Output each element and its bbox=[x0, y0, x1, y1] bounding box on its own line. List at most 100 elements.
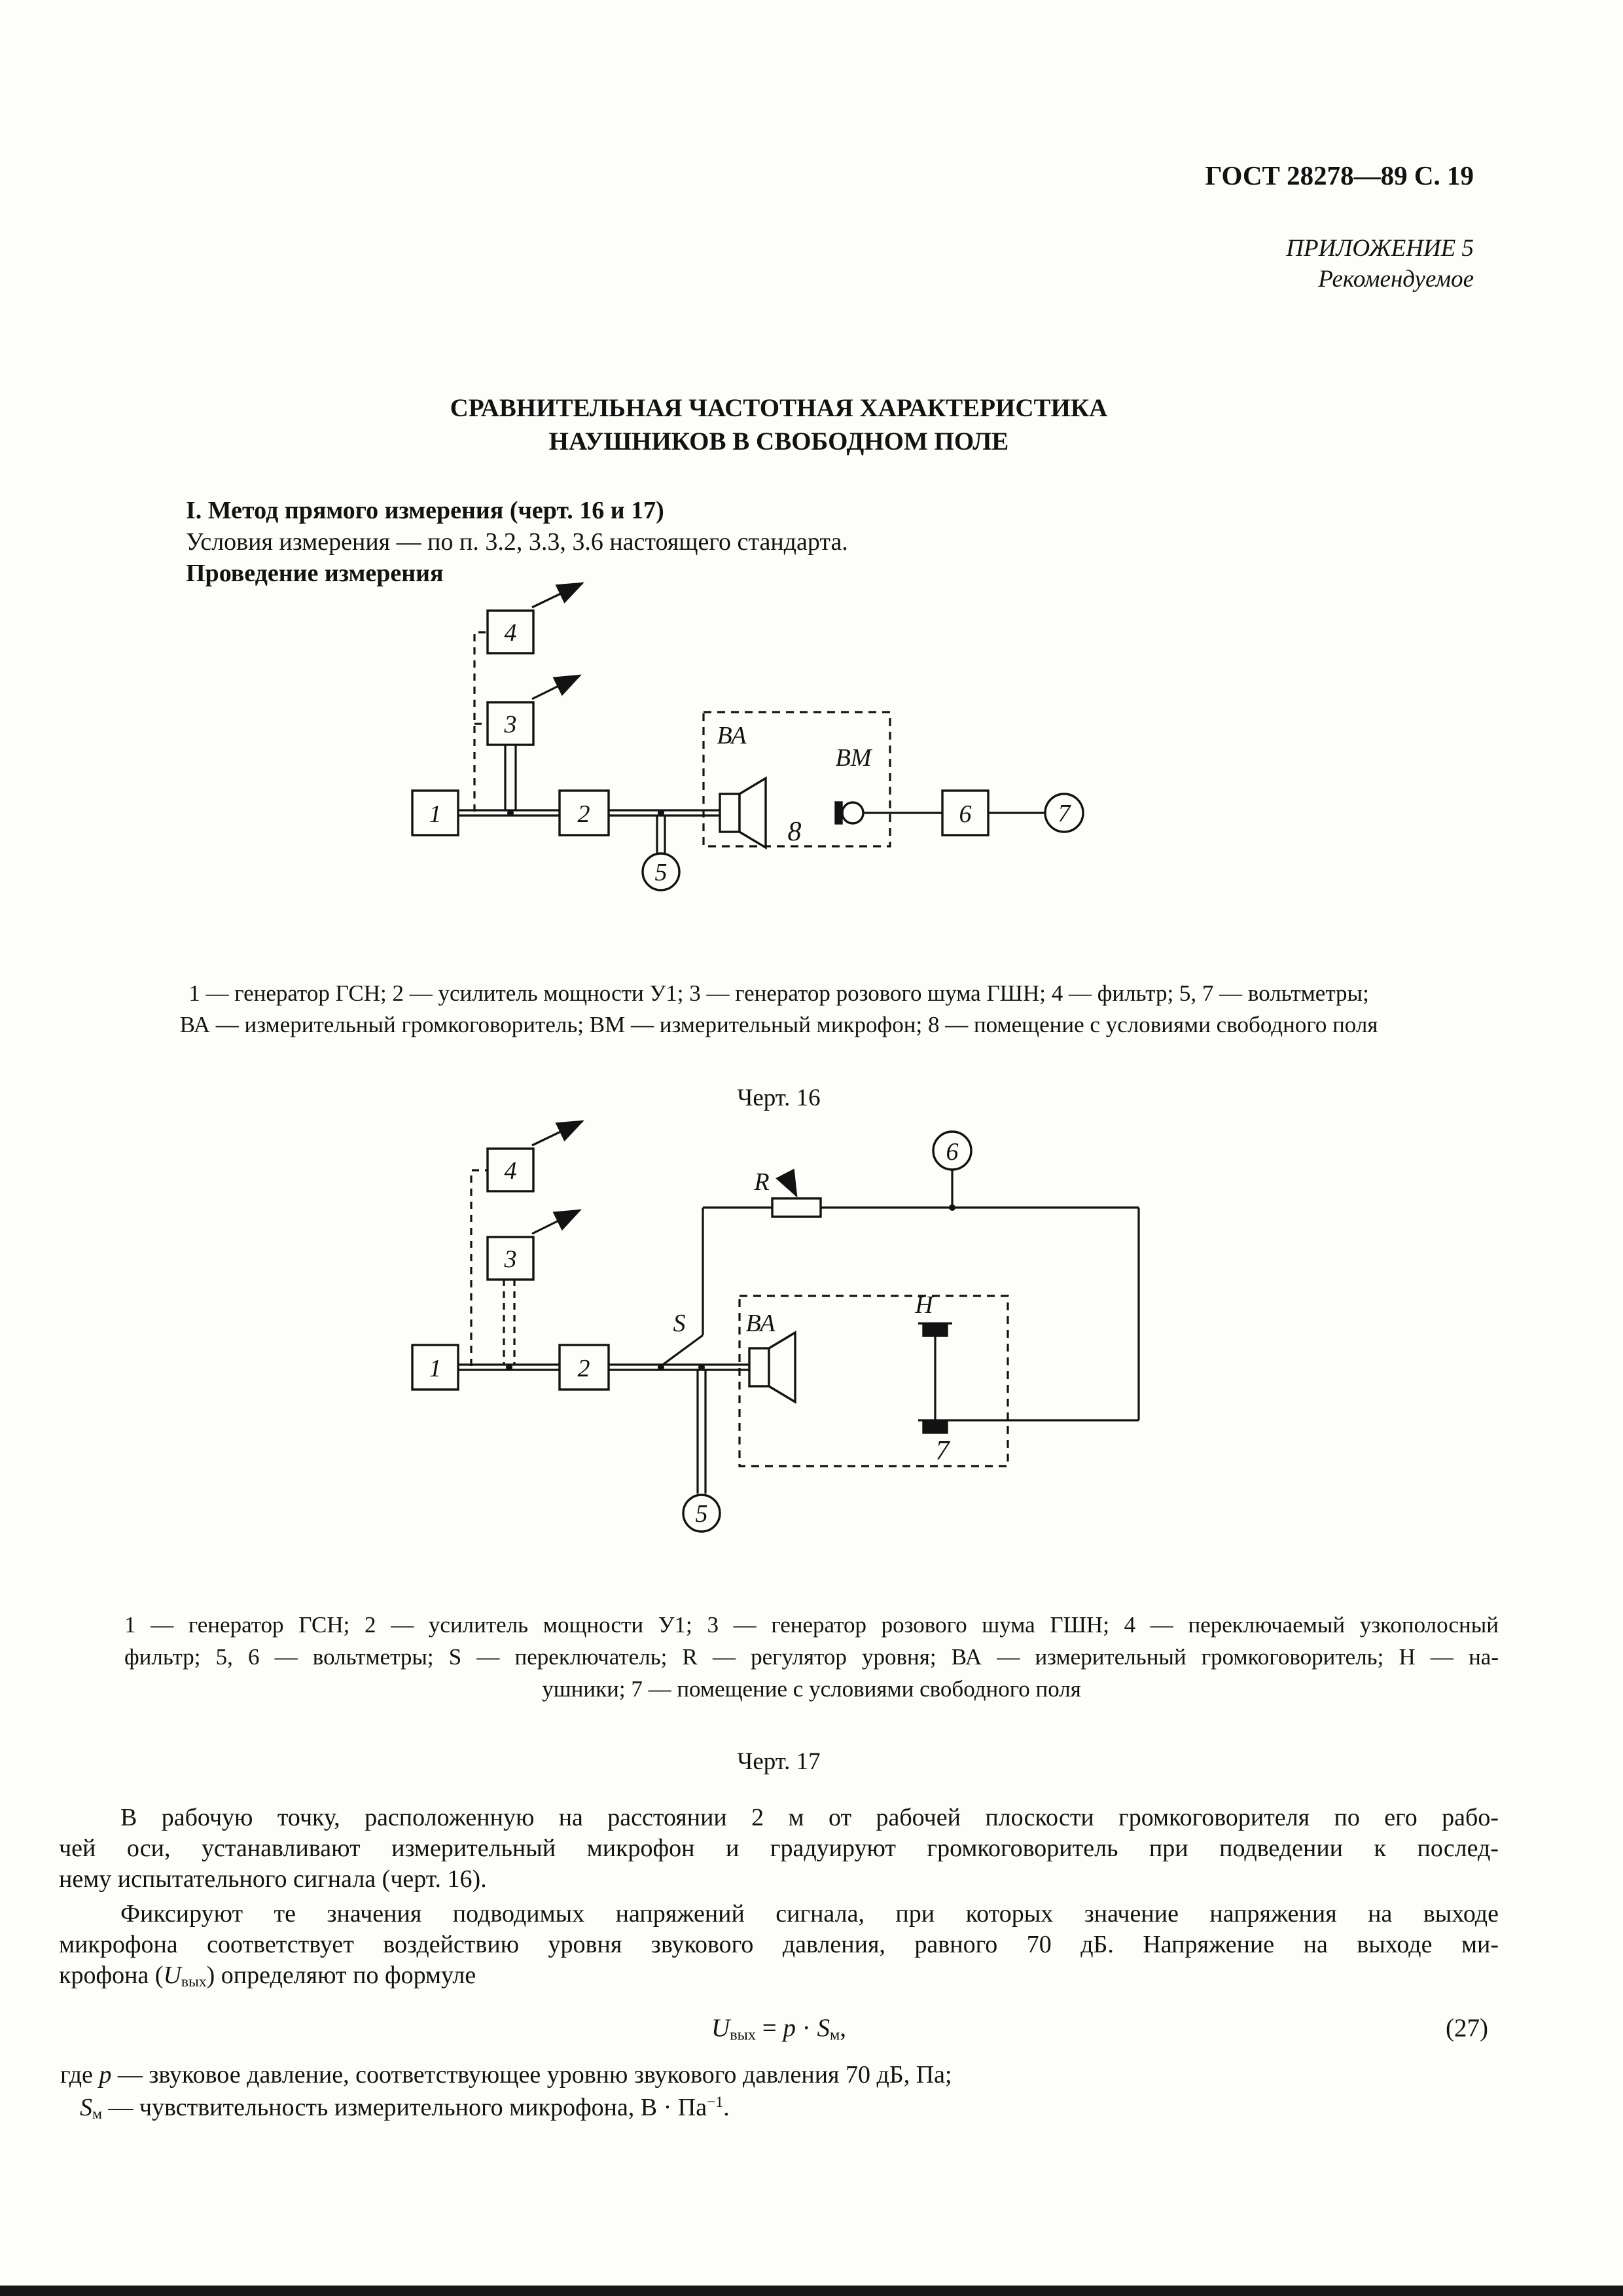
fig17-loudspeaker-horn-icon bbox=[768, 1330, 796, 1405]
where2-sup: −1 bbox=[707, 2094, 724, 2111]
fig16-label-3: 3 bbox=[504, 711, 517, 738]
fig17-dashed-bus bbox=[470, 1169, 488, 1366]
fig17-block-2-amplifier bbox=[558, 1344, 610, 1391]
formula-equals: = bbox=[755, 2014, 783, 2042]
fig16-block-1-generator bbox=[411, 789, 459, 836]
fig17-switch-blade bbox=[660, 1334, 704, 1367]
fig16-caption-line-1: 1 — генератор ГСН; 2 — усилитель мощност… bbox=[188, 980, 1369, 1006]
paragraph-2-line-1: Фиксируют те значения подводимых напряже… bbox=[120, 1900, 1499, 1928]
fig16-labels: 4 3 1 2 6 5 7 8 ВА ВМ bbox=[429, 619, 1072, 886]
fig16-label-7: 7 bbox=[1058, 800, 1072, 827]
fig17-label-4: 4 bbox=[505, 1157, 517, 1185]
fig16-noise-arrow-icon bbox=[531, 674, 582, 700]
fig16-block-2-amplifier bbox=[558, 789, 610, 836]
fig16-label-1: 1 bbox=[429, 800, 442, 828]
fig17-block-3-noise-generator bbox=[486, 1236, 535, 1281]
where1-text-a: где bbox=[60, 2061, 99, 2089]
fig16-wires bbox=[458, 582, 1045, 853]
fig16-block-6 bbox=[941, 789, 990, 836]
title-line-1: СРАВНИТЕЛЬНАЯ ЧАСТОТНАЯ ХАРАКТЕРИСТИКА bbox=[450, 394, 1108, 422]
paragraph-2-line-3: крофона (Uвых) определяют по формуле bbox=[59, 1960, 1499, 1998]
appendix-note: Рекомендуемое bbox=[1318, 266, 1474, 293]
where2-text-a: — чувствительность измерительного микроф… bbox=[101, 2094, 707, 2121]
fig17-diagram: 4 3 1 2 6 5 7 R S ВА Н bbox=[411, 1120, 1140, 1533]
fig16-voltmeter-7 bbox=[1044, 793, 1084, 833]
fig17-loudspeaker-icon bbox=[748, 1347, 770, 1388]
fig17-voltmeter-6 bbox=[932, 1130, 972, 1171]
fig17-title: Черт. 17 bbox=[737, 1748, 821, 1775]
paragraph-1: В рабочую точку, расположенную на рассто… bbox=[59, 1803, 1499, 1895]
fig17-headphone-bottom-icon bbox=[922, 1421, 948, 1434]
paragraph-1-line-2: чей оси, устанавливают измерительный мик… bbox=[59, 1835, 1499, 1862]
fig17-label-2: 2 bbox=[578, 1355, 590, 1382]
fig16-label-bm: ВМ bbox=[836, 744, 873, 772]
fig16-label-6: 6 bbox=[959, 800, 972, 828]
fig16-junctions bbox=[507, 810, 664, 816]
fig17-voltmeter-5 bbox=[682, 1494, 721, 1533]
document-title: СРАВНИТЕЛЬНАЯ ЧАСТОТНАЯ ХАРАКТЕРИСТИКА Н… bbox=[59, 391, 1499, 458]
fig17-label-s: S bbox=[673, 1310, 686, 1337]
fig16-label-ba: ВА bbox=[717, 722, 747, 749]
fig17-block-4-filter bbox=[486, 1147, 535, 1193]
fig16-label-5: 5 bbox=[655, 859, 668, 886]
fig17-filter-arrow-icon bbox=[531, 1120, 584, 1147]
fig16-loudspeaker-icon bbox=[719, 793, 741, 833]
title-line-2: НАУШНИКОВ В СВОБОДНОМ ПОЛЕ bbox=[548, 427, 1009, 456]
fig17-label-r: R bbox=[753, 1168, 769, 1196]
fig17-label-h: Н bbox=[914, 1291, 935, 1319]
where1-text-b: — звуковое давление, соответствующее уро… bbox=[111, 2061, 952, 2089]
fig17-caption-line-3: ушники; 7 — помещение с условиями свобод… bbox=[542, 1676, 1081, 1702]
appendix-label: ПРИЛОЖЕНИЕ 5 bbox=[1286, 235, 1474, 262]
p2l3-text-b: ) определяют по формуле bbox=[206, 1962, 476, 1989]
fig16-microphone-icon bbox=[841, 801, 865, 825]
appendix-block: ПРИЛОЖЕНИЕ 5 Рекомендуемое bbox=[1286, 233, 1474, 295]
formula-27: Uвых = p · Sм, (27) bbox=[59, 2013, 1499, 2044]
where1-p-var: p bbox=[99, 2061, 112, 2089]
formula-s-sub: м bbox=[829, 2026, 840, 2044]
fig17-junctions bbox=[506, 1204, 955, 1371]
formula-comma: , bbox=[840, 2014, 846, 2042]
fig16-label-2: 2 bbox=[578, 800, 590, 828]
where2-text-b: . bbox=[723, 2094, 730, 2121]
fig17-caption: 1 — генератор ГСН; 2 — усилитель мощност… bbox=[124, 1609, 1499, 1705]
fig16-loudspeaker-horn-icon bbox=[738, 776, 767, 850]
fig16-dashed-bus bbox=[473, 631, 488, 812]
fig17-regulator-arrow-icon bbox=[776, 1168, 798, 1198]
where-clause-line-1: где p — звуковое давление, соответствующ… bbox=[60, 2060, 952, 2089]
fig16-label-4: 4 bbox=[505, 619, 517, 647]
fig17-caption-line-1: 1 — генератор ГСН; 2 — усилитель мощност… bbox=[124, 1612, 1499, 1638]
scan-edge-bottom bbox=[0, 2286, 1623, 2296]
fig17-caption-line-2: фильтр; 5, 6 — вольтметры; S — переключа… bbox=[124, 1644, 1499, 1670]
fig16-diagram: 4 3 1 2 6 5 7 8 ВА ВМ bbox=[411, 582, 1084, 891]
fig16-caption: 1 — генератор ГСН; 2 — усилитель мощност… bbox=[59, 978, 1499, 1041]
paragraph-1-line-1: В рабочую точку, расположенную на рассто… bbox=[120, 1804, 1499, 1831]
fig17-level-regulator bbox=[771, 1197, 822, 1218]
fig17-label-1: 1 bbox=[429, 1355, 442, 1382]
formula-number: (27) bbox=[1446, 2014, 1488, 2042]
fig17-label-6: 6 bbox=[946, 1138, 959, 1166]
formula-s-var: S bbox=[817, 2014, 830, 2042]
fig16-filter-arrow-icon bbox=[531, 582, 584, 609]
fig17-block-1-generator bbox=[411, 1344, 459, 1391]
fig17-label-ba: ВА bbox=[746, 1310, 776, 1337]
fig17-label-5: 5 bbox=[696, 1500, 708, 1528]
p2l3-u-var: U bbox=[163, 1962, 181, 1989]
fig17-noise-arrow-icon bbox=[531, 1209, 582, 1235]
procedure-heading: Проведение измерения bbox=[186, 560, 444, 587]
formula-u-var: U bbox=[711, 2014, 730, 2042]
fig17-label-3: 3 bbox=[504, 1246, 517, 1273]
method-heading: I. Метод прямого измерения (черт. 16 и 1… bbox=[186, 497, 664, 524]
where-clause-line-2: Sм — чувствительность измерительного мик… bbox=[80, 2093, 730, 2123]
where2-s-sub: м bbox=[92, 2106, 102, 2123]
fig16-voltmeter-5 bbox=[641, 852, 681, 891]
fig17-blocks bbox=[411, 1130, 972, 1533]
p2l3-u-sub: вых bbox=[181, 1973, 207, 1991]
p2l3-text-a: крофона ( bbox=[59, 1962, 164, 1989]
conditions-text: Условия измерения — по п. 3.2, 3.3, 3.6 … bbox=[186, 528, 848, 556]
fig17-wires bbox=[458, 1120, 1140, 1494]
paragraph-2-line-2: микрофона соответствует воздействию уров… bbox=[59, 1931, 1499, 1958]
fig16-blocks bbox=[411, 609, 1084, 891]
formula-u-sub: вых bbox=[730, 2026, 756, 2044]
fig16-free-field-room-box bbox=[702, 711, 891, 848]
